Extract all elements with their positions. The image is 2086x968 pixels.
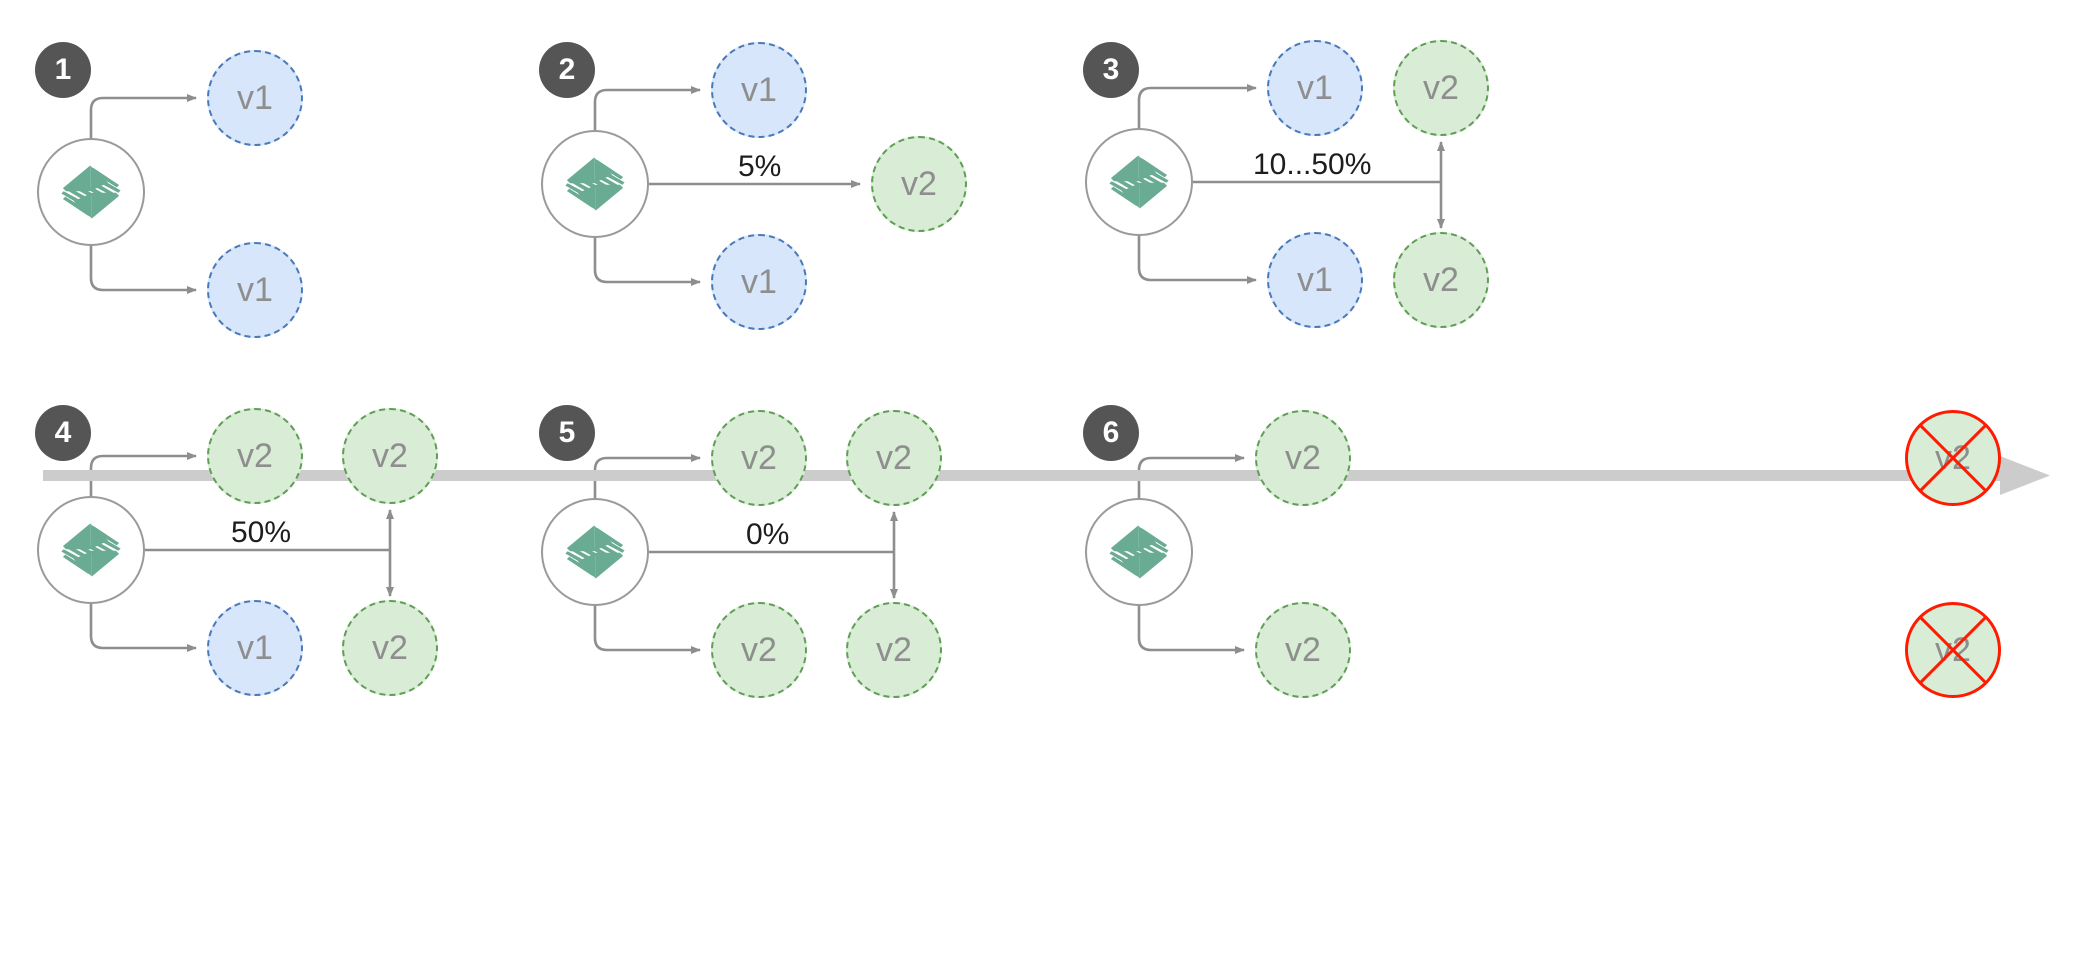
flagger-logo-icon	[565, 525, 625, 579]
version-node: v2	[1255, 410, 1351, 506]
version-node: v1	[207, 50, 303, 146]
version-node: v1	[711, 234, 807, 330]
step-badge-1: 1	[35, 42, 91, 98]
step2-branch-top	[593, 86, 701, 140]
version-node-terminated: v2	[1905, 602, 2001, 698]
version-node-terminated: v2	[1905, 410, 2001, 506]
flagger-node-step3	[1085, 128, 1193, 236]
flagger-node-step6	[1085, 498, 1193, 606]
step-badge-6: 6	[1083, 405, 1139, 461]
flagger-logo-icon	[61, 165, 121, 219]
version-node: v2	[1393, 40, 1489, 136]
step3-branch-bottom	[1137, 226, 1257, 284]
step-badge-2: 2	[539, 42, 595, 98]
flagger-logo-icon	[565, 157, 625, 211]
step1-branch-bottom	[89, 236, 197, 294]
version-node: v1	[711, 42, 807, 138]
step6-branch-bottom	[1137, 596, 1245, 654]
version-node: v1	[1267, 40, 1363, 136]
version-node: v2	[207, 408, 303, 504]
traffic-weight-label-step2: 5%	[738, 150, 782, 183]
step4-branch-top	[89, 452, 197, 506]
flagger-logo-icon	[61, 523, 121, 577]
version-node: v2	[342, 600, 438, 696]
traffic-weight-label-step3: 10...50%	[1253, 148, 1372, 181]
flagger-node-step1	[37, 138, 145, 246]
traffic-weight-label-step4: 50%	[231, 516, 292, 549]
version-node: v2	[1393, 232, 1489, 328]
version-node: v2	[711, 410, 807, 506]
version-node: v2	[871, 136, 967, 232]
flagger-logo-icon	[1109, 525, 1169, 579]
version-node: v1	[1267, 232, 1363, 328]
flagger-node-step5	[541, 498, 649, 606]
step-badge-5: 5	[539, 405, 595, 461]
step-badge-4: 4	[35, 405, 91, 461]
timeline-arrow	[43, 456, 2050, 495]
traffic-weight-label-step5: 0%	[746, 518, 790, 551]
version-node: v2	[342, 408, 438, 504]
version-node: v2	[846, 602, 942, 698]
version-node: v2	[1255, 602, 1351, 698]
step1-branch-top	[89, 94, 197, 148]
flagger-node-step4	[37, 496, 145, 604]
flagger-node-step2	[541, 130, 649, 238]
version-node: v1	[207, 600, 303, 696]
step3-branch-top	[1137, 84, 1257, 138]
flagger-logo-icon	[1109, 155, 1169, 209]
version-node-label: v2	[1935, 439, 1971, 477]
step6-branch-top	[1137, 454, 1245, 508]
step5-branch-top	[593, 454, 701, 508]
version-node: v2	[846, 410, 942, 506]
version-node: v1	[207, 242, 303, 338]
step5-branch-bottom	[593, 596, 701, 654]
step4-branch-bottom	[89, 594, 197, 652]
version-node-label: v2	[1935, 631, 1971, 669]
version-node: v2	[711, 602, 807, 698]
step2-branch-bottom	[593, 228, 701, 286]
step-badge-3: 3	[1083, 42, 1139, 98]
